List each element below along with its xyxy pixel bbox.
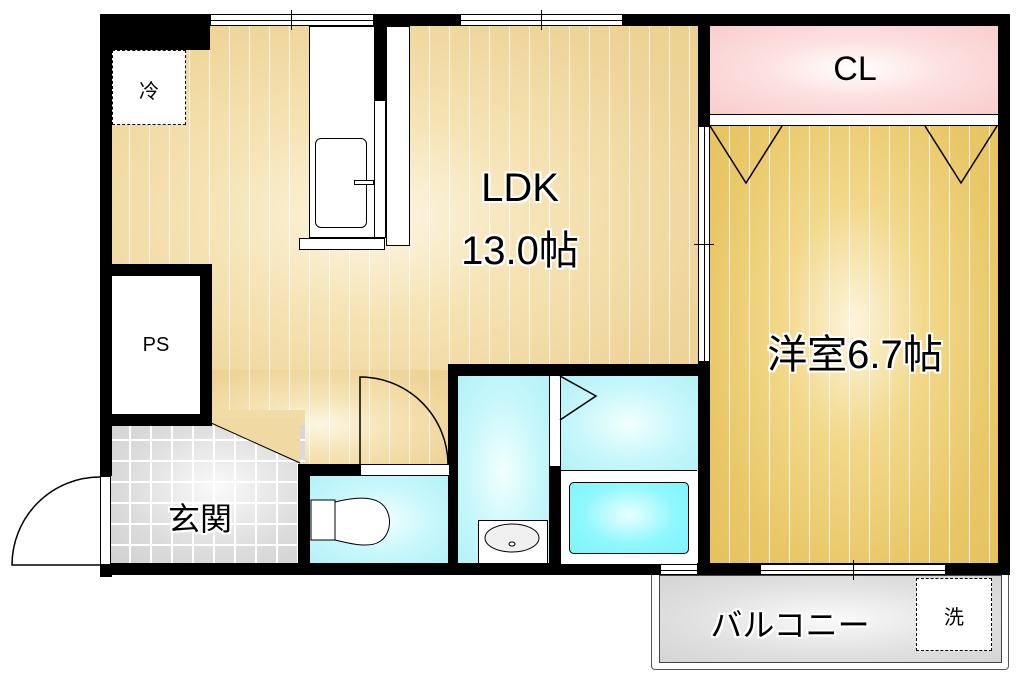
wall-right [998,14,1010,574]
bathroom-entry-floor [560,376,698,472]
closet-label: CL [833,50,877,88]
wall-bath-divider [549,465,561,575]
kitchen-faucet [354,180,374,185]
washbasin-icon [484,523,540,553]
balcony-label: バルコニー [710,607,870,643]
closet-floor [710,24,998,114]
wall-toilet-right [448,364,458,574]
window-western-mullion [853,560,854,580]
wall-left [100,14,112,476]
wall-ps-right [200,264,212,426]
kitchen-panel-inner [374,100,386,238]
fridge-space: 冷 [112,50,186,125]
toilet-door-threshold [360,464,450,476]
washer-label: 洗 [944,607,964,629]
toilet-icon [310,497,390,546]
window-bath-small [660,564,698,575]
window-ldk-mullion [541,10,542,30]
closet-door-left[interactable] [709,125,790,196]
wall-toilet-top-left [298,464,360,476]
pipe-space: PS [112,276,200,414]
window-kitchen-mullion [291,10,292,30]
wall-toilet-left [298,464,310,574]
wall-kitchen-stub [374,14,386,100]
ldk-name-label: LDK [481,166,559,210]
closet-door-right[interactable] [924,125,1005,196]
ps-label: PS [142,334,170,356]
wall-ps-bottom [100,414,212,426]
window-kitchen [210,14,374,26]
wall-ps-top [100,264,212,276]
entrance-diagonal-edge [199,417,301,464]
bath-door-jamb [549,376,561,466]
fridge-label: 冷 [139,81,159,103]
washer-space: 洗 [916,578,992,651]
entrance-door-swing[interactable] [10,475,110,575]
entrance-label: 玄関 [167,501,232,537]
entrance-door-frame [100,476,111,565]
toilet-door-swing[interactable] [359,375,460,475]
bath-door-swing[interactable] [559,375,610,426]
wall-top-left [100,14,210,50]
bathtub [569,482,689,554]
wall-ldk-western-top [698,14,710,126]
kitchen-base [299,238,385,250]
wall-wet-top [450,364,710,376]
kitchen-side-panel [386,26,410,246]
sliding-door-mullion [694,244,714,245]
ldk-size-label: 13.0帖 [461,229,579,273]
wall-ldk-western-bottom [698,362,710,574]
western-room-floor [710,125,998,565]
closet-rail [710,114,998,126]
western-room-label: 洋室6.7帖 [767,333,943,377]
